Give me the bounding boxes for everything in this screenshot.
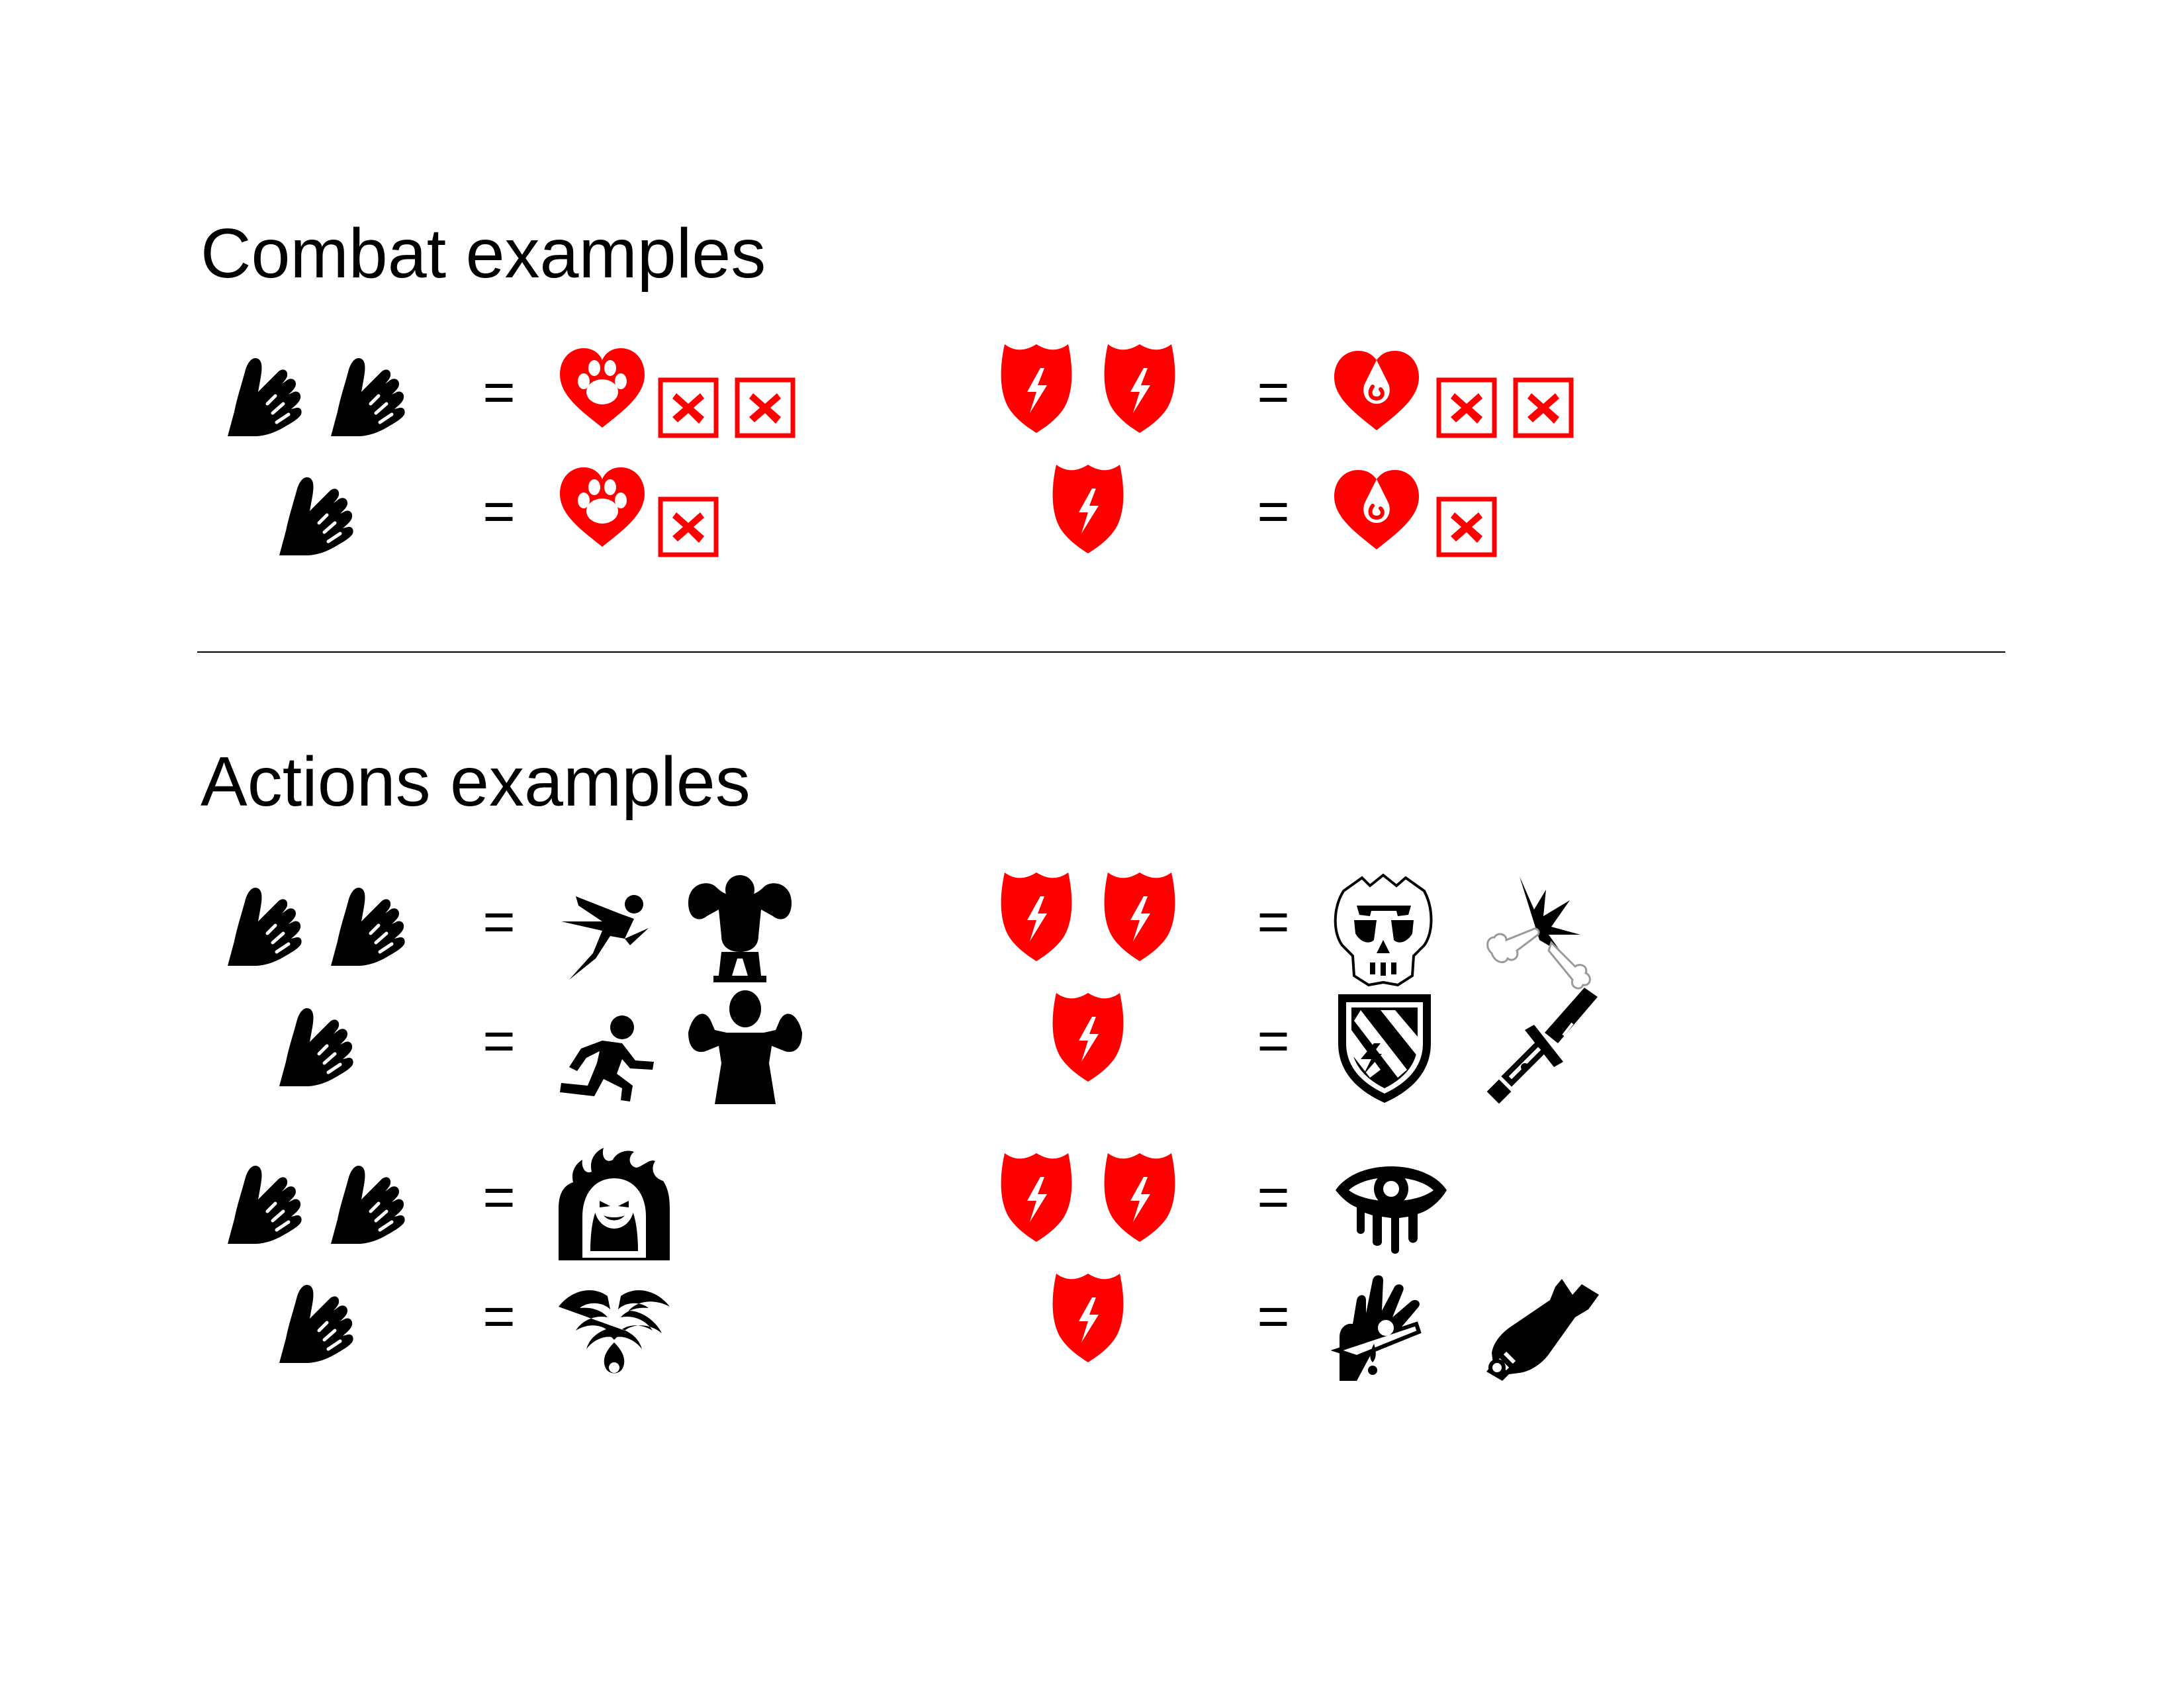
blood-drop-heart-icon bbox=[1330, 348, 1423, 433]
fire-spirit-icon bbox=[559, 1148, 670, 1260]
equals-sign: = bbox=[482, 890, 516, 953]
claw-flame-icon bbox=[559, 1290, 670, 1374]
broken-bottle-icon bbox=[1486, 1279, 1599, 1381]
equals-sign: = bbox=[482, 1285, 516, 1347]
actions-heading: Actions examples bbox=[201, 743, 751, 821]
muscle-torso-icon bbox=[688, 990, 802, 1104]
lightning-shield-icon bbox=[1001, 344, 1072, 433]
skull-mask-icon bbox=[1334, 873, 1433, 987]
lightning-shield-icon bbox=[1104, 344, 1175, 433]
equals-sign: = bbox=[1257, 1285, 1290, 1347]
lightning-shield-icon bbox=[1104, 872, 1175, 961]
bone-break-icon bbox=[1486, 876, 1591, 990]
equals-sign: = bbox=[482, 1009, 516, 1072]
equals-sign: = bbox=[1257, 1166, 1290, 1228]
hand-icon bbox=[228, 883, 302, 966]
hand-icon bbox=[331, 1161, 405, 1244]
hand-icon bbox=[331, 353, 405, 437]
blood-drop-heart-icon bbox=[1330, 467, 1423, 552]
equals-sign: = bbox=[1257, 361, 1290, 423]
crossed-box-icon bbox=[658, 377, 719, 438]
crossed-box-icon bbox=[658, 496, 719, 557]
equals-sign: = bbox=[482, 480, 516, 542]
crossed-box-icon bbox=[1513, 377, 1574, 438]
lightning-shield-icon bbox=[1052, 993, 1124, 1082]
dagger-icon bbox=[1486, 988, 1598, 1104]
hand-icon bbox=[228, 1161, 302, 1244]
equals-sign: = bbox=[1257, 480, 1290, 542]
stabbed-hand-icon bbox=[1330, 1275, 1422, 1381]
lightning-shield-icon bbox=[1001, 1153, 1072, 1242]
hand-icon bbox=[279, 1280, 353, 1364]
hand-icon bbox=[228, 353, 302, 437]
paw-heart-icon bbox=[556, 465, 649, 549]
hand-icon bbox=[331, 883, 405, 966]
bleeding-eye-icon bbox=[1336, 1166, 1447, 1254]
running-man-icon bbox=[560, 1015, 654, 1102]
equals-sign: = bbox=[1257, 890, 1290, 953]
paw-heart-icon bbox=[556, 346, 649, 430]
crossed-box-icon bbox=[1436, 377, 1497, 438]
equals-sign: = bbox=[482, 361, 516, 423]
lightning-shield-icon bbox=[1104, 1153, 1175, 1242]
leaping-runner-icon bbox=[561, 895, 649, 980]
crossed-box-icon bbox=[1436, 496, 1497, 557]
hand-icon bbox=[279, 1004, 353, 1087]
equals-sign: = bbox=[1257, 1009, 1290, 1072]
section-divider bbox=[197, 651, 2005, 653]
strongman-icon bbox=[688, 875, 792, 982]
striped-shield-icon bbox=[1338, 994, 1431, 1103]
crossed-box-icon bbox=[735, 377, 796, 438]
hand-icon bbox=[279, 473, 353, 556]
combat-heading: Combat examples bbox=[201, 214, 766, 293]
lightning-shield-icon bbox=[1001, 872, 1072, 961]
lightning-shield-icon bbox=[1052, 465, 1124, 553]
lightning-shield-icon bbox=[1052, 1274, 1124, 1362]
equals-sign: = bbox=[482, 1166, 516, 1228]
